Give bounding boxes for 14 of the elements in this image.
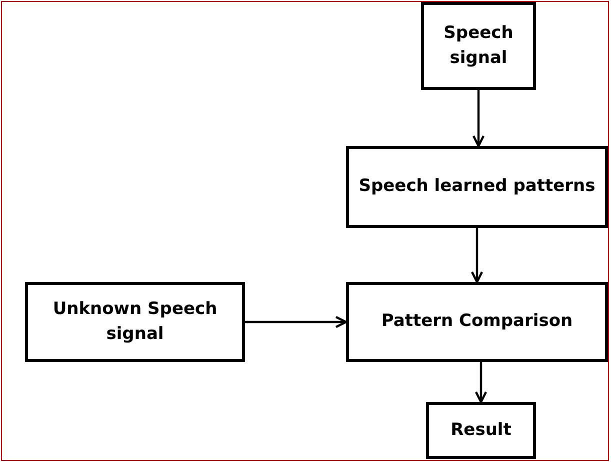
arrow xyxy=(470,228,484,284)
box-label: Speech signal xyxy=(442,22,514,70)
box-label: Pattern Comparison xyxy=(381,310,573,334)
process-box xyxy=(25,282,245,362)
arrow xyxy=(472,90,485,148)
arrow xyxy=(245,316,348,328)
box-label: Unknown Speech signal xyxy=(52,298,218,346)
process-box xyxy=(346,282,608,362)
arrow xyxy=(474,362,488,404)
process-box xyxy=(346,146,608,228)
process-box xyxy=(421,2,536,90)
box-label: Result xyxy=(450,418,512,442)
process-box xyxy=(426,402,536,459)
box-label: Speech learned patterns xyxy=(358,175,596,198)
